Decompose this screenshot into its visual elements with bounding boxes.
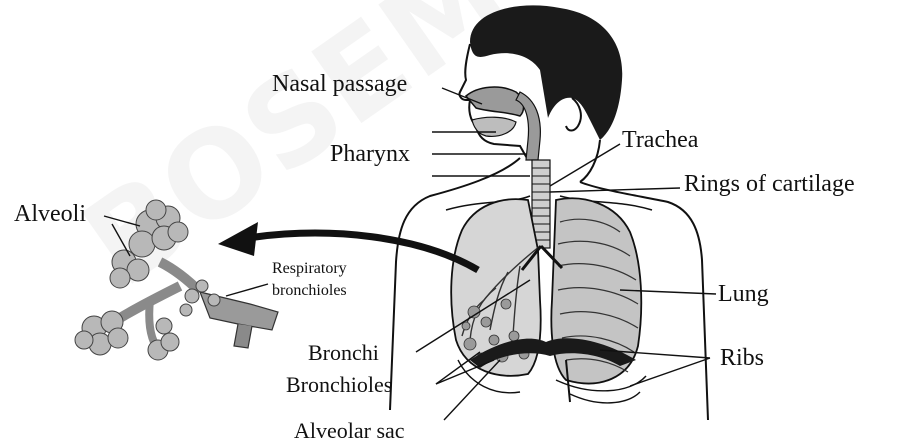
pharynx-tube	[516, 92, 540, 160]
label-pharynx: Pharynx	[330, 142, 410, 166]
label-nasal-passage: Nasal passage	[272, 72, 407, 96]
arrow-head	[218, 222, 258, 256]
label-respiratory-bronchioles-1: Respiratory	[272, 260, 347, 278]
head	[459, 5, 622, 182]
label-ribs: Ribs	[720, 346, 764, 370]
label-alveoli: Alveoli	[14, 202, 86, 226]
label-alveolar-sac: Alveolar sac	[294, 420, 405, 442]
alveoli-cluster	[75, 200, 278, 360]
ear	[566, 98, 581, 131]
label-bronchi: Bronchi	[308, 342, 379, 364]
label-rings-of-cartilage: Rings of cartilage	[684, 172, 855, 196]
label-trachea: Trachea	[622, 128, 698, 152]
label-respiratory-bronchioles-2: bronchioles	[272, 282, 347, 300]
label-bronchioles: Bronchioles	[286, 374, 392, 396]
label-lung: Lung	[718, 282, 769, 306]
